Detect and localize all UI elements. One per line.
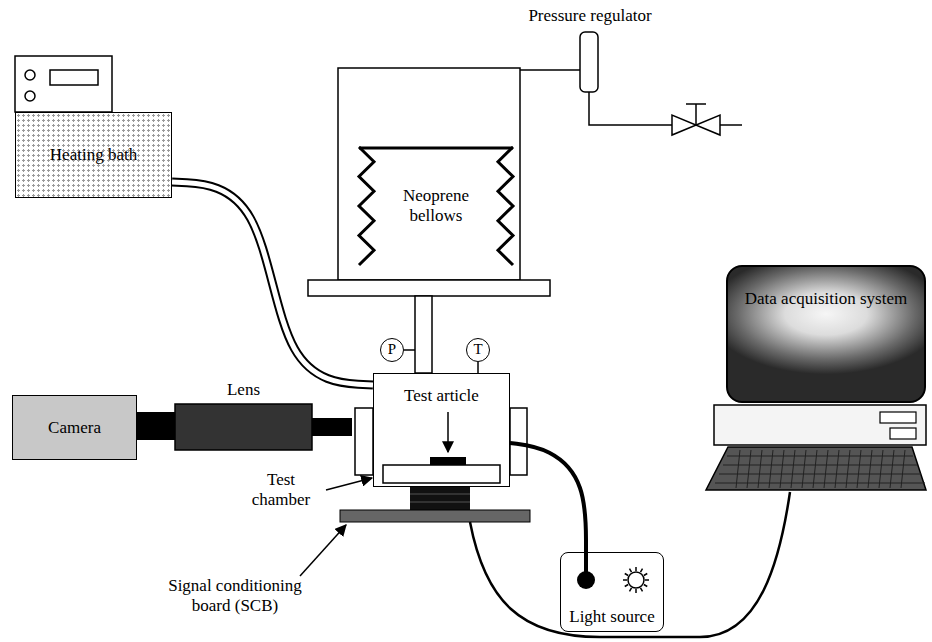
sample-holder [383, 412, 500, 483]
computer-base [706, 405, 926, 490]
node-text: Light source [569, 607, 654, 627]
scb-board [340, 487, 530, 522]
sensor-line [477, 362, 479, 373]
neoprene-bellows: Neoprene bellows [357, 147, 515, 265]
pressure-regulator [520, 32, 672, 125]
temperature-gauge: T [466, 338, 490, 362]
node-text: Heating bath [50, 145, 137, 165]
connector-group [172, 182, 373, 385]
light-source: Light source [560, 552, 664, 632]
bellows-housing [308, 68, 550, 373]
node-text: Neoprene bellows [386, 186, 486, 225]
test-chamber: Test article [373, 373, 510, 487]
fiber-cable [510, 443, 586, 552]
leader-line [326, 478, 372, 490]
connector-group [478, 362, 479, 373]
lens-body [137, 404, 352, 450]
valve-symbol [672, 104, 742, 135]
chamber-windows [355, 408, 527, 475]
tube-bore [172, 182, 373, 385]
node-text: Lens [227, 380, 260, 400]
node-text: Test article [404, 386, 479, 406]
pressure-gauge: P [380, 338, 404, 362]
node-text: P [388, 341, 396, 358]
node-text: T [473, 341, 482, 358]
light-source-controls [577, 552, 649, 593]
leader-line [300, 525, 346, 576]
heating-tube [172, 182, 373, 385]
connector-group [510, 443, 586, 552]
part-label: Test chamber [238, 470, 324, 509]
heating-bath: Heating bath [15, 112, 172, 198]
node-text: Data acquisition system [745, 289, 907, 309]
signal-cable [470, 492, 790, 637]
part-label: Pressure regulator [515, 6, 665, 26]
computer-monitor: Data acquisition system [726, 265, 926, 403]
bath-controller [15, 56, 112, 112]
part-label: Signal conditioning board (SCB) [150, 576, 320, 615]
camera-box: Camera [12, 395, 137, 460]
camera-lens: Lens [175, 378, 312, 450]
node-text: Camera [48, 418, 101, 438]
